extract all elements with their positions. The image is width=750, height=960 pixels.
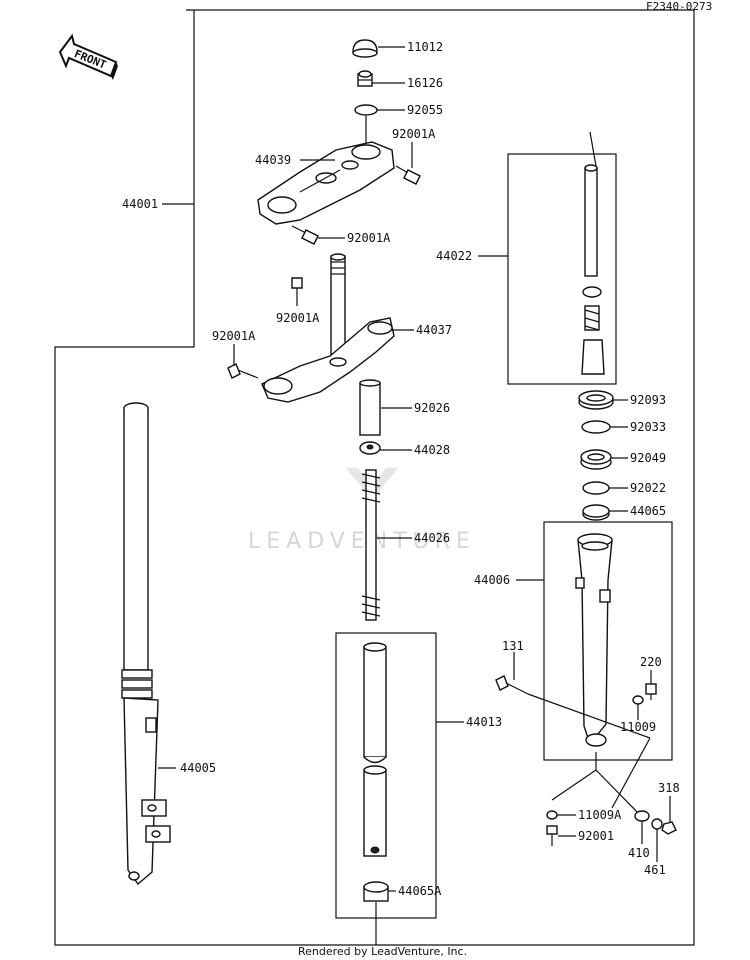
label-11009: 11009 [620, 720, 656, 734]
part-92022-washer [582, 481, 610, 495]
part-410-washer [634, 810, 650, 822]
label-318: 318 [658, 781, 680, 795]
assembly-boundary-44001 [54, 9, 695, 946]
part-92001A-bolt-2 [291, 225, 319, 245]
label-92001: 92001 [578, 829, 614, 843]
part-92001A-bolt-3 [291, 277, 303, 306]
part-318-nut [661, 821, 677, 835]
part-44006-outer-tube [575, 533, 613, 747]
watermark: LEADVENTURE [248, 468, 476, 554]
label-92033: 92033 [630, 420, 666, 434]
label-44005: 44005 [180, 761, 216, 775]
label-44001: 44001 [122, 197, 158, 211]
watermark-text: LEADVENTURE [248, 529, 476, 554]
label-44022: 44022 [436, 249, 472, 263]
part-44039-upper-clamp [257, 141, 395, 225]
label-220: 220 [640, 655, 662, 669]
label-410: 410 [628, 846, 650, 860]
label-44065: 44065 [630, 504, 666, 518]
front-arrow-icon: FRONT [58, 33, 118, 80]
label-16126: 16126 [407, 76, 443, 90]
part-11009A-gasket [546, 810, 558, 820]
part-92001A-bolt-1 [395, 165, 421, 185]
box-44022 [507, 153, 617, 385]
label-11012: 11012 [407, 40, 443, 54]
part-131-bolt [495, 675, 529, 695]
label-92093: 92093 [630, 393, 666, 407]
part-92049-seal [580, 449, 612, 470]
label-92001A-2: 92001A [347, 231, 391, 245]
label-92001A-4: 92001A [212, 329, 256, 343]
label-92001A-1: 92001A [392, 127, 436, 141]
part-44065-bushing [582, 504, 610, 521]
part-11009-gasket [632, 695, 644, 705]
label-44006: 44006 [474, 573, 510, 587]
part-220-screw [645, 683, 657, 700]
box-44006 [543, 521, 673, 761]
part-44037-steering-stem [261, 253, 395, 403]
part-44005-fork-leg [121, 402, 171, 886]
part-44022-cylinder-set [581, 131, 605, 375]
part-461-washer [651, 818, 663, 830]
part-92033-circlip [581, 420, 611, 434]
part-92001-bolt [546, 825, 558, 846]
label-44065A: 44065A [398, 884, 442, 898]
label-44013: 44013 [466, 715, 502, 729]
label-44039: 44039 [255, 153, 291, 167]
label-92049: 92049 [630, 451, 666, 465]
part-92001A-bolt-4 [227, 363, 259, 379]
part-44065A-bushing [363, 881, 389, 902]
label-92055: 92055 [407, 103, 443, 117]
label-131: 131 [502, 639, 524, 653]
label-44037: 44037 [416, 323, 452, 337]
label-92001A-3: 92001A [276, 311, 320, 325]
part-44028-seat [359, 441, 381, 455]
part-92026-spacer [359, 379, 381, 436]
figure-code: F2340-0273 [646, 0, 712, 13]
label-44028: 44028 [414, 443, 450, 457]
part-92093-oil-seal [578, 390, 614, 410]
label-11009A: 11009A [578, 808, 622, 822]
part-44026-damper-rod [361, 469, 381, 621]
part-16126-nut [357, 70, 373, 87]
part-11012-cap [352, 39, 378, 58]
box-44013 [335, 632, 437, 919]
label-92026: 92026 [414, 401, 450, 415]
part-92055-oring [354, 104, 378, 116]
footer-credit: Rendered by LeadVenture, Inc. [298, 945, 467, 958]
label-461: 461 [644, 863, 666, 877]
part-44013-cylinder [363, 642, 387, 857]
label-92022: 92022 [630, 481, 666, 495]
label-44026: 44026 [414, 531, 450, 545]
